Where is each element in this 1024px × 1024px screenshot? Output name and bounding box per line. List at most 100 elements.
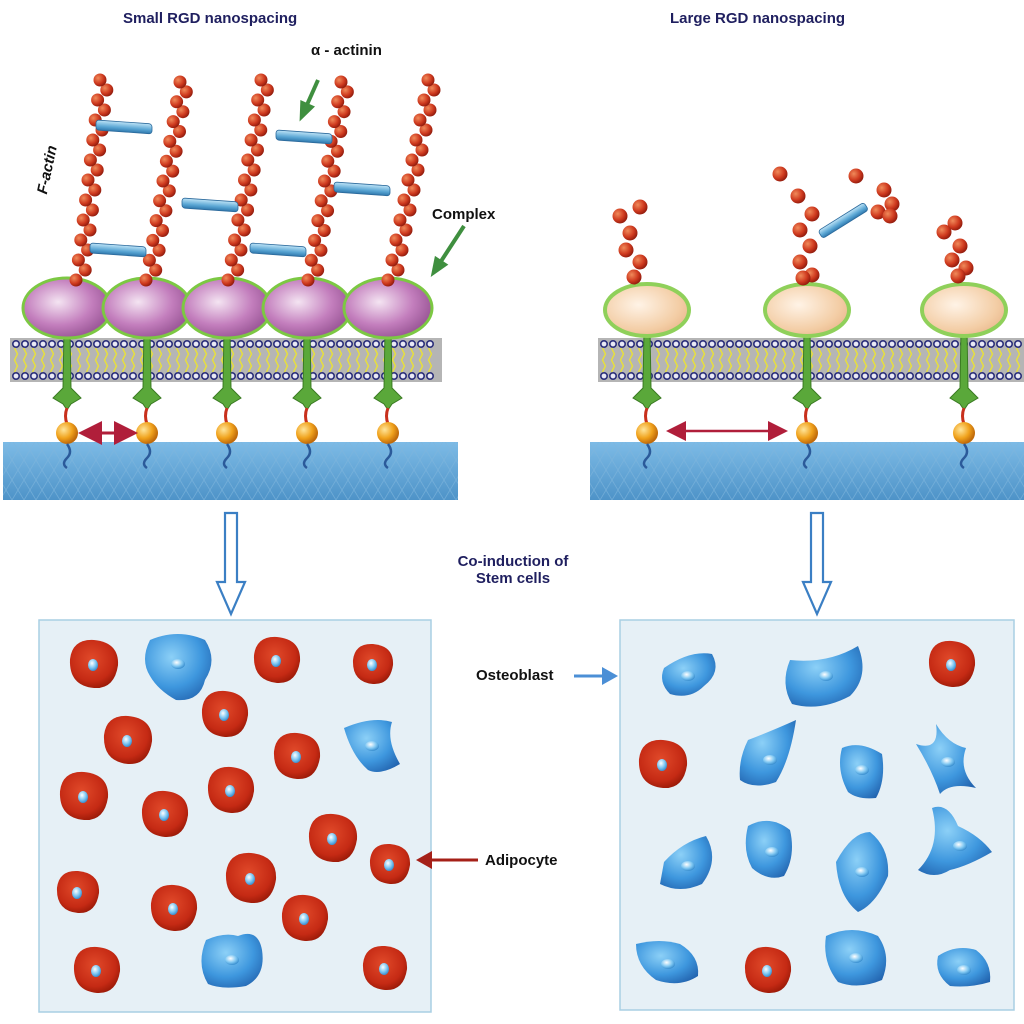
lipid-head (698, 371, 707, 380)
complex-small-1 (101, 276, 193, 340)
osteoblast-nucleus (763, 755, 777, 765)
lipid-tail (601, 347, 607, 373)
co-induction-line1: Co-induction of (457, 553, 569, 570)
actin-monomer (260, 83, 274, 97)
f-actin-left-0 (69, 73, 114, 287)
adipocyte-label: Adipocyte (485, 852, 558, 869)
lipid-head (129, 371, 138, 380)
lipid-head (416, 371, 425, 380)
adipocyte-nucleus (159, 809, 169, 821)
lipid-tail (22, 347, 28, 373)
adipocyte-left-3 (201, 690, 249, 738)
osteoblast-pointer-head (602, 667, 618, 685)
lipid-head (725, 339, 734, 348)
lipid-tail (862, 347, 868, 373)
adipocyte-left-2 (352, 643, 394, 685)
adipocyte-nucleus (88, 659, 98, 671)
lipid-tail (121, 347, 127, 373)
lipid-head (353, 339, 362, 348)
osteoblast-right-8 (918, 806, 992, 875)
actin-monomer (247, 113, 261, 127)
lipid-tail (700, 347, 706, 373)
osteoblast-right-0 (662, 653, 716, 696)
lipid-head (761, 371, 770, 380)
actin-monomer (176, 105, 190, 119)
lipid-tail (745, 347, 751, 373)
lipid-tail (844, 347, 850, 373)
adipocyte-nucleus (78, 791, 88, 803)
lipid-tail (13, 347, 19, 373)
osteoblast-nucleus (855, 765, 869, 775)
actin-monomer (311, 214, 325, 228)
ligand-tether (802, 443, 812, 470)
lipid-head (653, 371, 662, 380)
actin-monomer (407, 183, 421, 197)
actin-monomer (936, 224, 952, 240)
lipid-head (968, 339, 977, 348)
lipid-tail (211, 347, 217, 373)
lipid-head (12, 371, 21, 380)
lipid-head (824, 371, 833, 380)
rgd-ligand (56, 422, 78, 444)
integrin-tail (144, 407, 149, 425)
lipid-head (120, 371, 129, 380)
lipid-head (210, 339, 219, 348)
osteoblast-nucleus (171, 659, 185, 669)
lipid-tail (817, 347, 823, 373)
integrin-tail (304, 407, 309, 425)
lipid-head (662, 371, 671, 380)
lipid-head (263, 339, 272, 348)
lipid-tail (619, 347, 625, 373)
actin-monomer (391, 263, 405, 277)
adipocyte-right-2 (744, 946, 792, 994)
actin-monomer (772, 166, 788, 182)
lipid-head (335, 371, 344, 380)
adipocyte-left-7 (207, 766, 255, 814)
ligand-tether (642, 443, 652, 470)
actin-monomer (950, 268, 966, 284)
actin-monomer (317, 224, 331, 237)
lipid-head (923, 371, 932, 380)
lipid-head (707, 371, 716, 380)
actin-monomer (423, 103, 437, 117)
lipid-head (210, 371, 219, 380)
adipocyte-left-10 (225, 852, 277, 904)
adipocyte-nucleus (762, 965, 772, 977)
ligand-tether (222, 443, 232, 470)
lipid-tail (157, 347, 163, 373)
lipid-tail (943, 347, 949, 373)
lipid-tail (355, 347, 361, 373)
lipid-head (941, 371, 950, 380)
lipid-head (335, 339, 344, 348)
actin-monomer (337, 105, 351, 119)
lipid-head (878, 339, 887, 348)
rgd-ligand (296, 422, 318, 444)
actin-monomer (802, 238, 818, 254)
lipid-head (102, 339, 111, 348)
osteoblast-body (918, 806, 992, 875)
complex-large-1 (763, 282, 851, 338)
actin-monomer (156, 174, 170, 188)
lipid-head (1004, 371, 1013, 380)
lipid-head (905, 371, 914, 380)
lipid-tail (256, 347, 262, 373)
actin-monomer (254, 73, 268, 87)
lipid-head (923, 339, 932, 348)
osteoblast-nucleus (953, 841, 967, 851)
actin-monomer (876, 182, 892, 198)
substrate-mesh (590, 442, 1024, 500)
lipid-head (272, 371, 281, 380)
actin-monomer (250, 143, 264, 157)
adipocyte-pointer-head (416, 851, 432, 869)
lipid-head (743, 371, 752, 380)
lipid-head (635, 371, 644, 380)
osteoblast-nucleus (941, 757, 955, 767)
actin-monomer (83, 223, 97, 237)
lipid-tail (835, 347, 841, 373)
lipid-tail (292, 347, 298, 373)
lipid-tail (58, 347, 64, 373)
actin-monomer (321, 204, 335, 218)
actin-monomer (311, 263, 325, 277)
actin-monomer (330, 144, 344, 158)
adipocyte-nucleus (225, 785, 235, 797)
